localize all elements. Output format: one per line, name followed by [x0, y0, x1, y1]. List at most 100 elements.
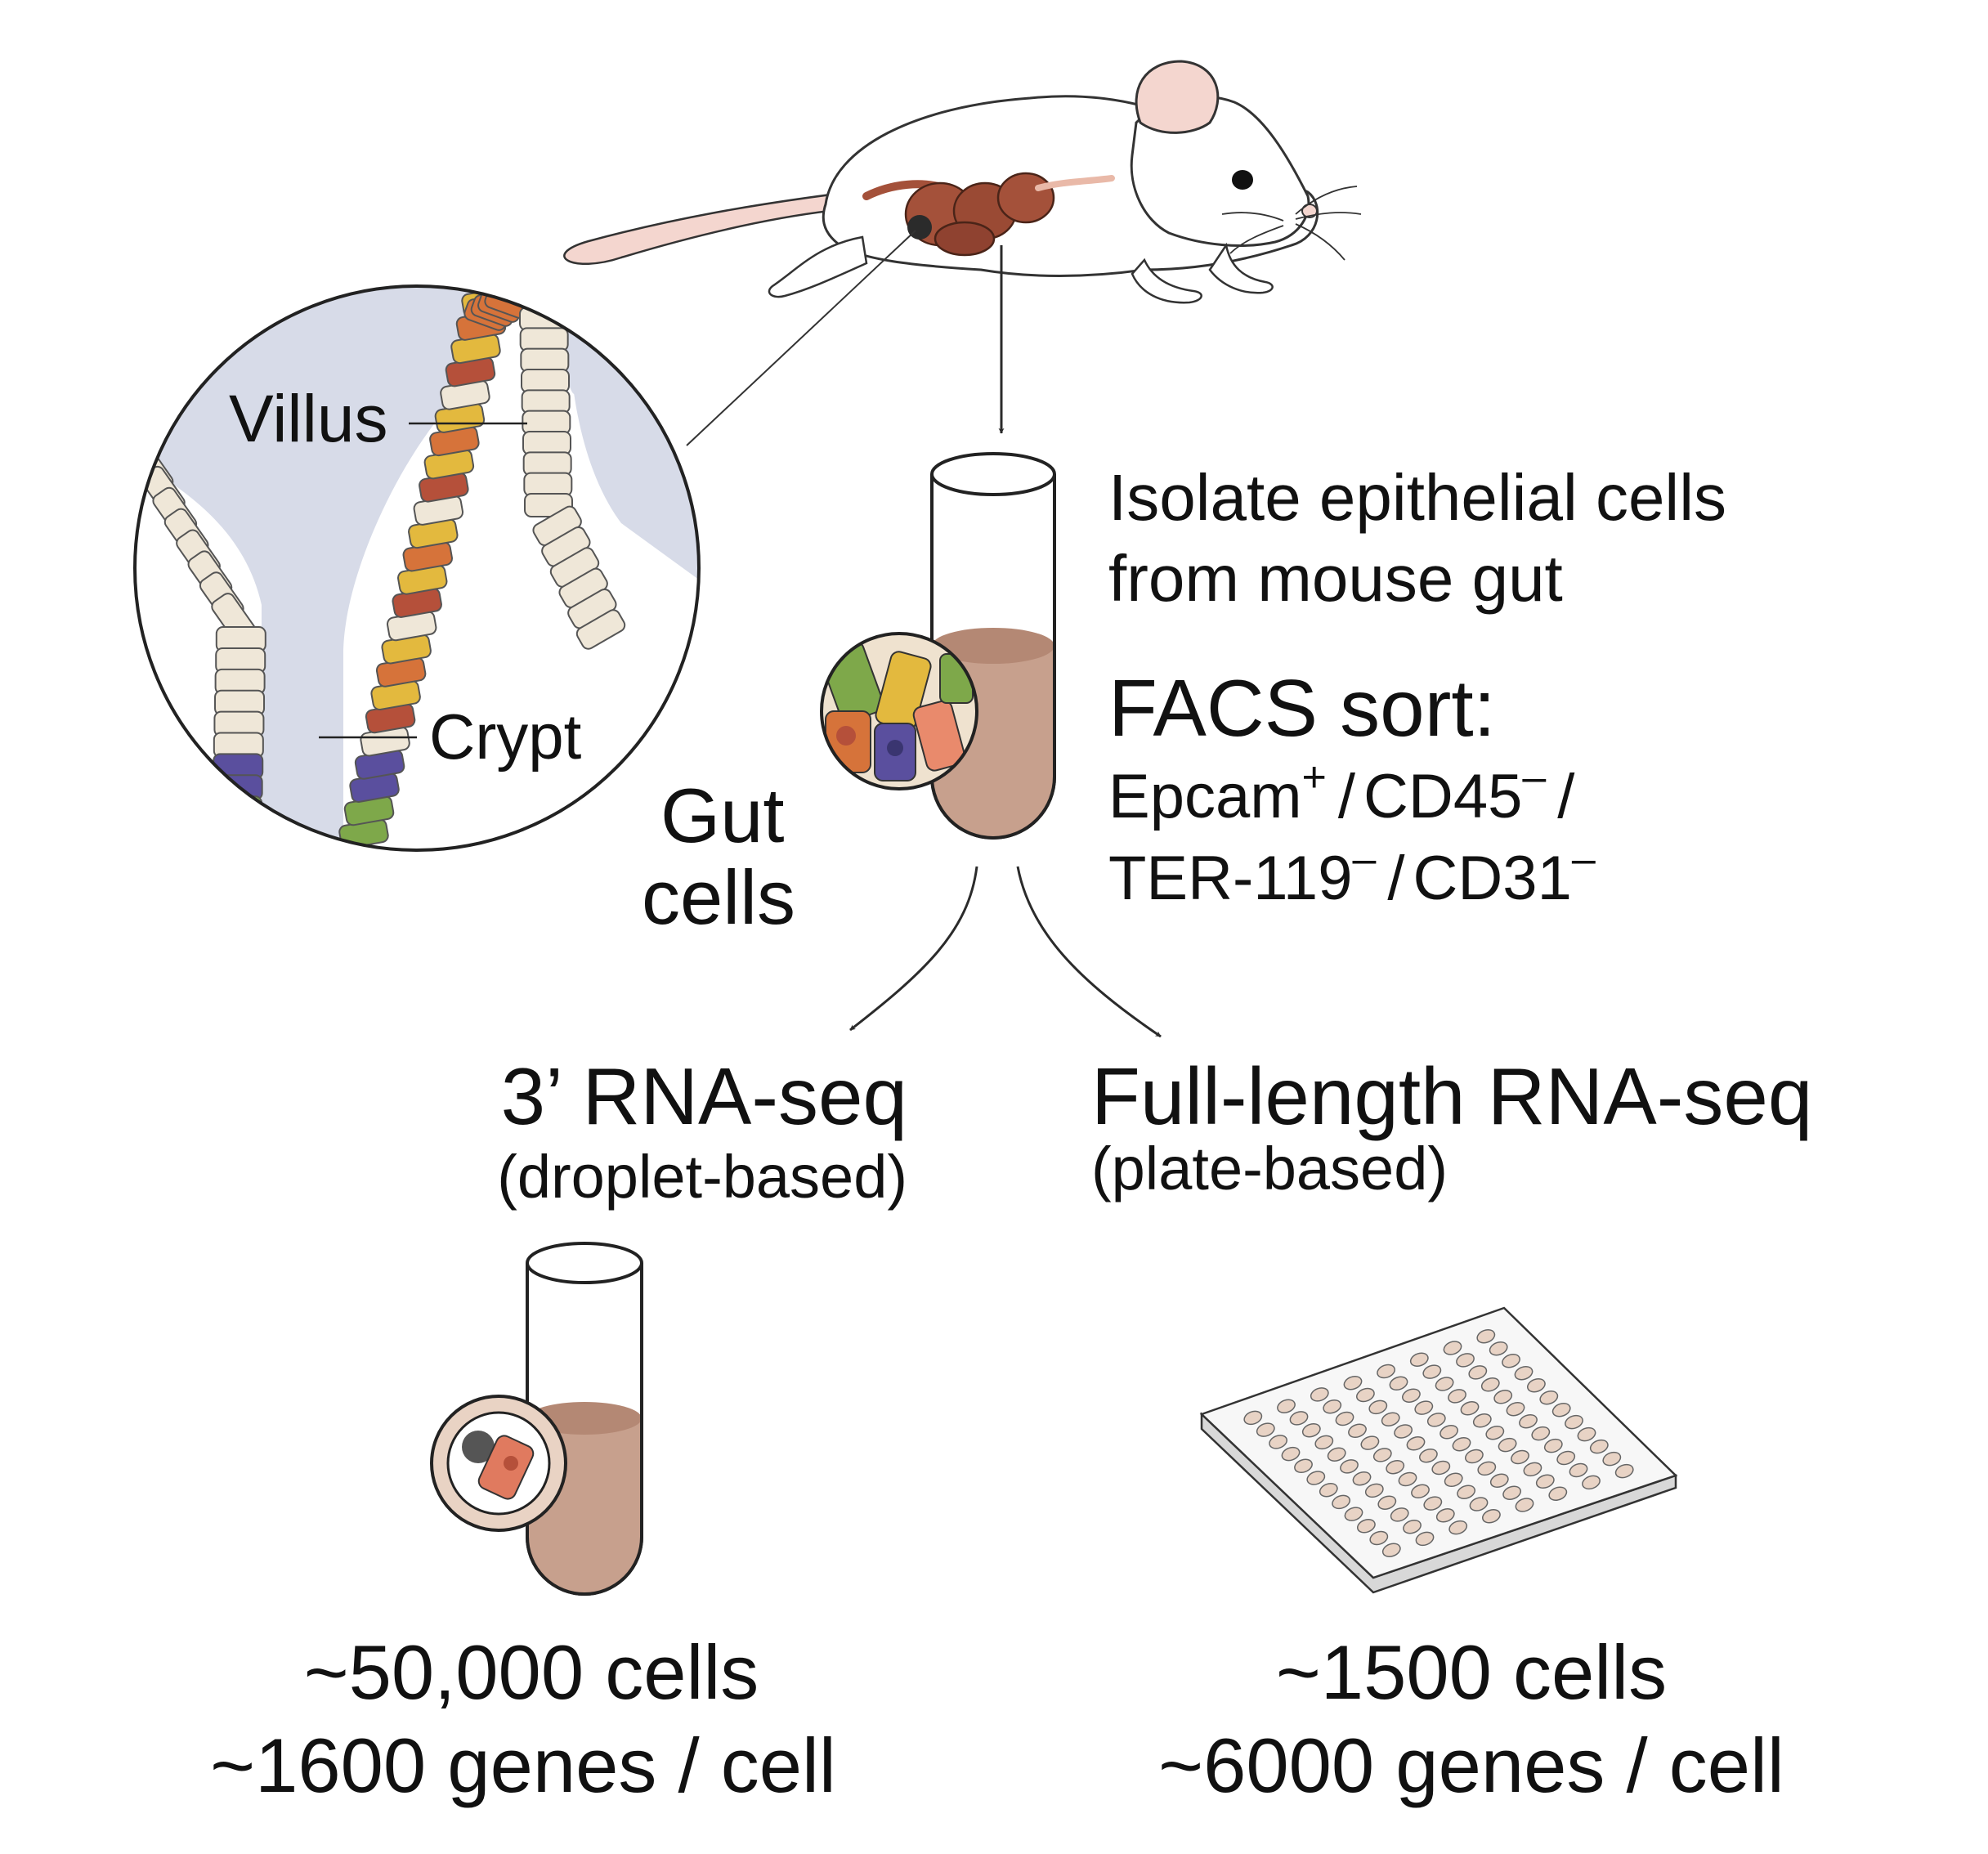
plate-well — [1565, 1414, 1583, 1430]
plate-well — [1511, 1449, 1529, 1465]
magnifier-border — [133, 284, 701, 852]
plate-well — [1423, 1496, 1443, 1511]
epithelial-cells — [135, 286, 626, 849]
marker-cd31: CD31 — [1413, 844, 1572, 913]
right-cells-count: ~1500 cells — [1276, 1629, 1667, 1715]
plate-well — [1602, 1451, 1622, 1467]
plate-well — [1448, 1520, 1468, 1535]
plate-well — [1377, 1495, 1397, 1510]
barcode-bead — [462, 1431, 495, 1463]
mouse-tail — [563, 190, 856, 266]
tube-liquid-surface — [932, 628, 1054, 664]
well-plate — [1199, 1306, 1678, 1594]
epithelial-cell — [522, 431, 571, 455]
plate-well — [1582, 1475, 1601, 1490]
plate-well — [1515, 1498, 1534, 1512]
plate-well — [1614, 1463, 1634, 1479]
isolate-line-2: from mouse gut — [1108, 542, 1563, 615]
plate-well — [1352, 1471, 1372, 1486]
marker-cd45: CD45 — [1363, 762, 1522, 831]
plate-well — [1472, 1413, 1492, 1428]
mouse-front-leg — [1208, 242, 1274, 294]
plate-well — [1389, 1376, 1408, 1391]
gut-cells-label: cells — [642, 854, 795, 940]
plate-well — [1355, 1387, 1375, 1403]
plate-well — [1502, 1485, 1522, 1500]
plate-well — [1489, 1341, 1508, 1356]
gut-label: Gut — [660, 772, 785, 858]
droplet-tube-rim — [526, 1242, 643, 1284]
droplet-tube — [430, 1242, 643, 1596]
mouse-whiskers — [1221, 186, 1362, 261]
plate-well — [1406, 1436, 1426, 1451]
plate-well — [1381, 1412, 1400, 1426]
plate-well — [1390, 1507, 1409, 1522]
plate-well — [1444, 1472, 1463, 1488]
plate-well — [1306, 1471, 1326, 1485]
plate-well — [1556, 1450, 1576, 1466]
mouse-ear — [1135, 60, 1220, 134]
marker-ter119: TER-119 — [1108, 844, 1352, 913]
plate-well — [1569, 1462, 1588, 1478]
left-branch-title: 3’ RNA-seq — [501, 1051, 907, 1141]
plate-well — [1577, 1426, 1596, 1442]
plate-well — [1435, 1508, 1455, 1523]
plate-well — [1548, 1486, 1568, 1501]
arrow-to-plate — [1016, 866, 1162, 1038]
plate-well — [1431, 1460, 1451, 1476]
plate-well — [1256, 1422, 1275, 1437]
plate-well — [1464, 1449, 1484, 1464]
plate-well — [1403, 1519, 1422, 1534]
plate-well — [1369, 1530, 1389, 1546]
tube-inset-border — [820, 632, 978, 790]
plate-well — [1327, 1447, 1346, 1462]
plate-well — [1281, 1446, 1301, 1462]
left-cells-count: ~50,000 cells — [304, 1629, 759, 1715]
plate-well — [1398, 1471, 1417, 1487]
epithelial-cell — [520, 347, 570, 373]
plate-well — [1381, 1543, 1401, 1557]
plate-well — [1426, 1413, 1446, 1427]
isolate-line-1: Isolate epithelial cells — [1108, 461, 1726, 534]
plate-well — [1411, 1484, 1430, 1499]
plate-top — [1199, 1306, 1678, 1579]
plate-well — [1531, 1426, 1551, 1441]
epithelial-cell — [522, 410, 571, 435]
plate-well — [1468, 1365, 1488, 1380]
plate-well — [1448, 1389, 1466, 1404]
plate-well — [1589, 1439, 1609, 1454]
villus-label: Villus — [229, 382, 387, 456]
plate-wells — [1243, 1328, 1634, 1557]
right-genes-per-cell: ~6000 genes / cell — [1158, 1722, 1784, 1808]
plate-well — [1422, 1364, 1442, 1379]
right-branch-subtitle: (plate-based) — [1091, 1135, 1448, 1202]
plate-well — [1340, 1459, 1359, 1474]
arrow-to-droplet — [849, 866, 978, 1032]
plate-well — [1460, 1401, 1480, 1416]
plate-well — [1356, 1519, 1376, 1534]
left-branch-subtitle: (droplet-based) — [497, 1143, 907, 1211]
separator-2: / — [1557, 762, 1575, 831]
plate-well — [1372, 1448, 1392, 1462]
marker-cd45-sign: – — [1522, 754, 1546, 801]
marker-epcam: Epcam — [1108, 762, 1302, 831]
plate-well — [1348, 1423, 1367, 1439]
plate-well — [1469, 1497, 1489, 1511]
marker-ter119-sign: – — [1352, 835, 1376, 883]
mouse-illustration — [563, 60, 1362, 304]
epithelial-cell — [211, 817, 262, 843]
tube-rim — [930, 452, 1056, 496]
epithelial-cell — [522, 451, 572, 477]
plate-well — [1401, 1388, 1421, 1403]
plate-well — [1535, 1474, 1555, 1489]
tissue-lumen-crypt — [135, 286, 699, 850]
plate-well — [1314, 1435, 1334, 1450]
epithelial-cell — [575, 609, 626, 650]
epithelial-cell — [521, 389, 571, 414]
plate-well — [1440, 1425, 1459, 1440]
plate-well — [1415, 1531, 1435, 1547]
plate-well — [1269, 1435, 1288, 1449]
mouse-intestine — [862, 172, 1115, 257]
plate-well — [1477, 1461, 1497, 1476]
plate-well — [1377, 1364, 1396, 1379]
